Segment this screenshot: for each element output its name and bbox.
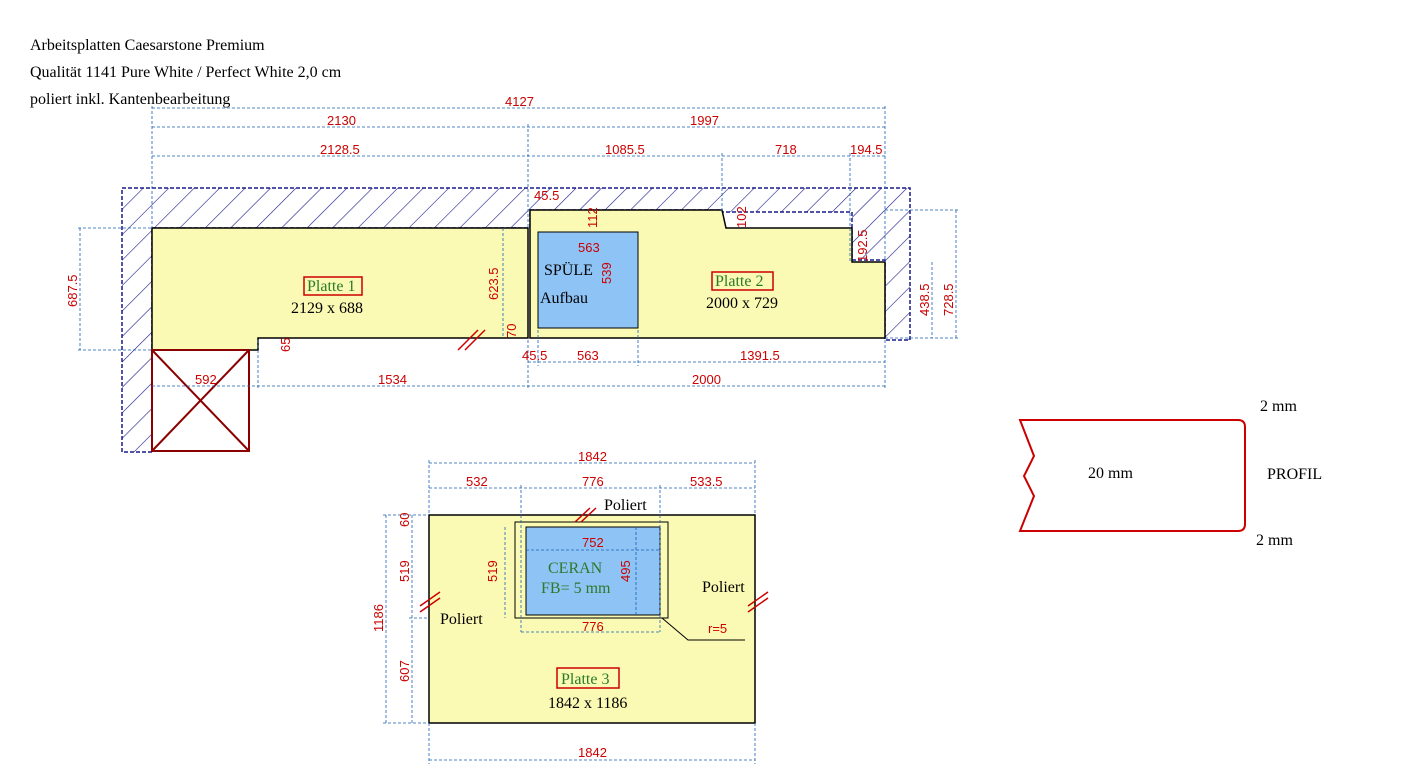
edge-profile-drawing — [1018, 419, 1246, 532]
edge-label-left: Poliert — [440, 611, 483, 628]
dim-p3-top-offset: 60 — [397, 513, 412, 527]
dim-left: 2130 — [327, 113, 356, 128]
plate-1-name-box — [303, 276, 363, 296]
dim-seg-a: 1085.5 — [605, 142, 645, 157]
dim-p1-inner-height: 623.5 — [486, 267, 501, 300]
dim-step-depth: 192.5 — [855, 229, 870, 262]
dim-total: 4127 — [505, 94, 534, 109]
break-mark — [457, 329, 486, 351]
profile-top-edge: 2 mm — [1260, 398, 1297, 415]
dim-sink-bottom: 70 — [504, 324, 519, 338]
edge-label-right: Poliert — [702, 579, 745, 596]
edge-label-top: Poliert — [604, 497, 647, 514]
profile-bottom-edge: 2 mm — [1256, 532, 1293, 549]
ceran-sublabel: FB= 5 mm — [541, 580, 611, 597]
plate-3: CERAN FB= 5 mm — [428, 514, 756, 724]
plate-1-name: Platte 1 — [307, 278, 355, 295]
dim-p3-cut: 776 — [582, 474, 604, 489]
dim-p3-cut-inner-height: 519 — [485, 560, 500, 582]
plate-2-name: Platte 2 — [715, 273, 763, 290]
dim-p2-total: 2000 — [692, 372, 721, 387]
dim-p3-upper: 519 — [397, 560, 412, 582]
plate-3-name: Platte 3 — [561, 671, 609, 688]
dim-p3-cut-bottom: 776 — [582, 619, 604, 634]
dim-p3-left: 532 — [466, 474, 488, 489]
dim-sink-offset: 112 — [585, 207, 600, 228]
header-description: Arbeitsplatten Caesarstone Premium Quali… — [30, 32, 341, 113]
header-line-3: poliert inkl. Kantenbearbeitung — [30, 91, 231, 108]
dim-notch-depth: 102 — [734, 206, 749, 228]
radius-label: r=5 — [708, 621, 727, 636]
dim-p3-total-top: 1842 — [578, 449, 607, 464]
dim-notch-bottom: 65 — [278, 338, 293, 352]
sink-sublabel: Aufbau — [540, 290, 588, 307]
dimension-lines-bottom — [152, 330, 886, 390]
dim-p1-width: 2128.5 — [320, 142, 360, 157]
plate-3-dimension-lines — [383, 460, 756, 764]
dim-ceran-height: 495 — [618, 560, 633, 582]
dim-p3-lower: 607 — [397, 660, 412, 682]
plate-2-name-box — [711, 271, 774, 291]
dim-gap: 45.5 — [522, 348, 547, 363]
profile-thickness: 20 mm — [1088, 465, 1133, 482]
dim-p3-right: 533.5 — [690, 474, 723, 489]
header-line-1: Arbeitsplatten Caesarstone Premium — [30, 37, 265, 54]
ceran-label: CERAN — [548, 560, 603, 577]
dim-right-height: 728.5 — [941, 283, 956, 316]
dimension-lines-side — [78, 209, 960, 351]
plate-1-size: 2129 x 688 — [291, 300, 363, 317]
dim-p3-height: 1186 — [371, 604, 386, 632]
radius-leader — [661, 617, 745, 641]
dim-sink-w: 563 — [577, 348, 599, 363]
header-line-2: Qualität 1141 Pure White / Perfect White… — [30, 64, 342, 81]
sink-label: SPÜLE — [544, 261, 593, 279]
dim-step-height: 438.5 — [917, 283, 932, 316]
plate-3-size: 1842 x 1186 — [548, 695, 627, 712]
plate-3-name-box — [556, 667, 620, 689]
profile-title: PROFIL — [1267, 466, 1322, 483]
dimension-lines-top — [151, 106, 886, 262]
dim-ceran-width: 752 — [582, 535, 604, 550]
sink-cutout: SPÜLE Aufbau — [537, 231, 639, 329]
dim-right: 1997 — [690, 113, 719, 128]
dim-left-height: 687.5 — [65, 274, 80, 307]
dim-seg-b: 718 — [775, 142, 797, 157]
dim-sink-gap-top: 45.5 — [534, 188, 559, 203]
dim-p2-rest: 1391.5 — [740, 348, 780, 363]
dim-seg-c: 194.5 — [850, 142, 883, 157]
dim-p1-rest: 1534 — [378, 372, 407, 387]
polished-edge-marks — [419, 507, 769, 613]
plate-2-size: 2000 x 729 — [706, 295, 778, 312]
dim-sink-width: 563 — [578, 240, 600, 255]
dim-sink-height: 539 — [599, 262, 614, 284]
dim-cabinet: 592 — [195, 372, 217, 387]
dim-p3-total-bottom: 1842 — [578, 745, 607, 760]
cabinet-box — [151, 349, 250, 452]
